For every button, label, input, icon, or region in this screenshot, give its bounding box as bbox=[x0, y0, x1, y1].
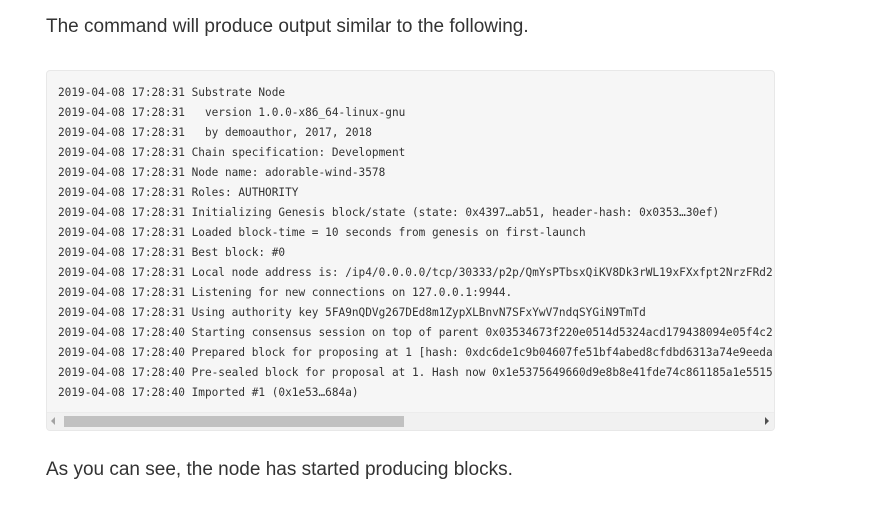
code-block[interactable]: 2019-04-08 17:28:31 Substrate Node 2019-… bbox=[46, 70, 775, 431]
code-line: 2019-04-08 17:28:31 Local node address i… bbox=[58, 266, 773, 279]
code-line: 2019-04-08 17:28:31 Listening for new co… bbox=[58, 286, 513, 299]
scroll-left-arrow-icon[interactable] bbox=[51, 417, 55, 425]
code-line: 2019-04-08 17:28:40 Starting consensus s… bbox=[58, 326, 773, 339]
outro-paragraph: As you can see, the node has started pro… bbox=[46, 459, 513, 480]
horizontal-scrollbar[interactable] bbox=[47, 412, 774, 430]
code-lines: 2019-04-08 17:28:31 Substrate Node 2019-… bbox=[58, 83, 774, 403]
scrollbar-thumb[interactable] bbox=[64, 416, 404, 427]
code-line: 2019-04-08 17:28:31 Node name: adorable-… bbox=[58, 166, 386, 179]
code-line: 2019-04-08 17:28:40 Imported #1 (0x1e53…… bbox=[58, 386, 359, 399]
code-line: 2019-04-08 17:28:31 Best block: #0 bbox=[58, 246, 286, 259]
intro-paragraph: The command will produce output similar … bbox=[46, 16, 529, 37]
code-line: 2019-04-08 17:28:31 Loaded block-time = … bbox=[58, 226, 586, 239]
code-line: 2019-04-08 17:28:31 Using authority key … bbox=[58, 306, 646, 319]
code-line: 2019-04-08 17:28:31 Initializing Genesis… bbox=[58, 206, 720, 219]
code-line: 2019-04-08 17:28:40 Prepared block for p… bbox=[58, 346, 773, 359]
code-line: 2019-04-08 17:28:31 Chain specification:… bbox=[58, 146, 406, 159]
code-line: 2019-04-08 17:28:31 Roles: AUTHORITY bbox=[58, 186, 299, 199]
code-line: 2019-04-08 17:28:31 version 1.0.0-x86_64… bbox=[58, 106, 406, 119]
code-line: 2019-04-08 17:28:31 Substrate Node bbox=[58, 86, 286, 99]
code-line: 2019-04-08 17:28:40 Pre-sealed block for… bbox=[58, 366, 773, 379]
code-line: 2019-04-08 17:28:31 by demoauthor, 2017,… bbox=[58, 126, 372, 139]
scroll-right-arrow-icon[interactable] bbox=[765, 417, 769, 425]
